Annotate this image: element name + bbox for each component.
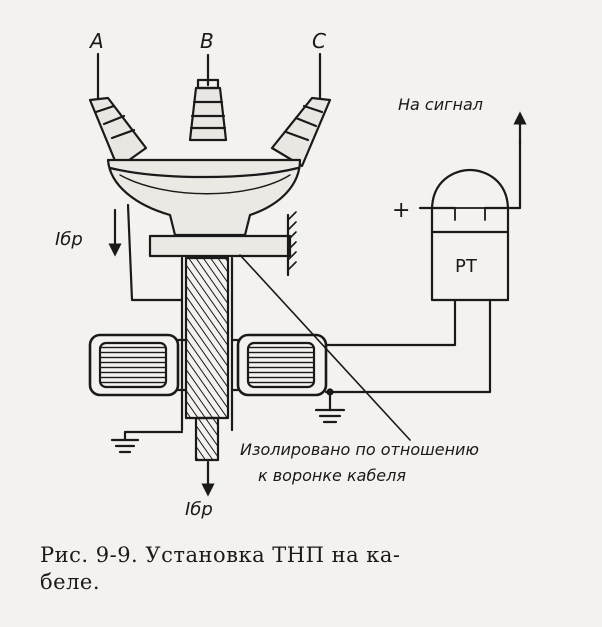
label-phase-b: B <box>200 29 214 53</box>
label-insulated-line1: Изолировано по отношению <box>240 440 479 459</box>
sheath-ground-wire <box>126 203 184 302</box>
label-phase-c: C <box>312 29 326 53</box>
bushing-c <box>270 96 332 168</box>
insulation-leader <box>239 254 411 441</box>
relay-rt-body <box>430 168 510 302</box>
figure-caption: Рис. 9-9. Установка ТНП на ка- беле. <box>40 542 580 596</box>
caption-line-2: беле. <box>40 570 101 594</box>
cable-armour <box>184 256 230 420</box>
cable-core <box>194 416 220 462</box>
label-relay-rt: РТ <box>455 256 478 277</box>
relay-wire-2 <box>324 298 492 394</box>
label-phase-a: A <box>88 29 104 53</box>
label-insulated-line2: к воронке кабеля <box>258 466 406 485</box>
relay-wire-1 <box>324 298 457 347</box>
ct-winding-left <box>98 341 168 389</box>
cable-funnel <box>106 158 302 237</box>
bushing-a <box>88 96 148 170</box>
ct-winding-right <box>246 341 316 389</box>
caption-line-1: Рис. 9-9. Установка ТНП на ка- <box>40 543 401 567</box>
label-signal: На сигнал <box>398 95 483 114</box>
bushing-b <box>188 78 228 142</box>
support-bracket <box>148 234 292 258</box>
tnp-installation-diagram: A B C На сигнал + РТ Iбр Iбр Изолировано… <box>55 29 527 520</box>
label-current-top: Iбр <box>55 229 83 250</box>
label-current-bottom: Iбр <box>185 499 213 520</box>
label-plus: + <box>392 198 410 223</box>
